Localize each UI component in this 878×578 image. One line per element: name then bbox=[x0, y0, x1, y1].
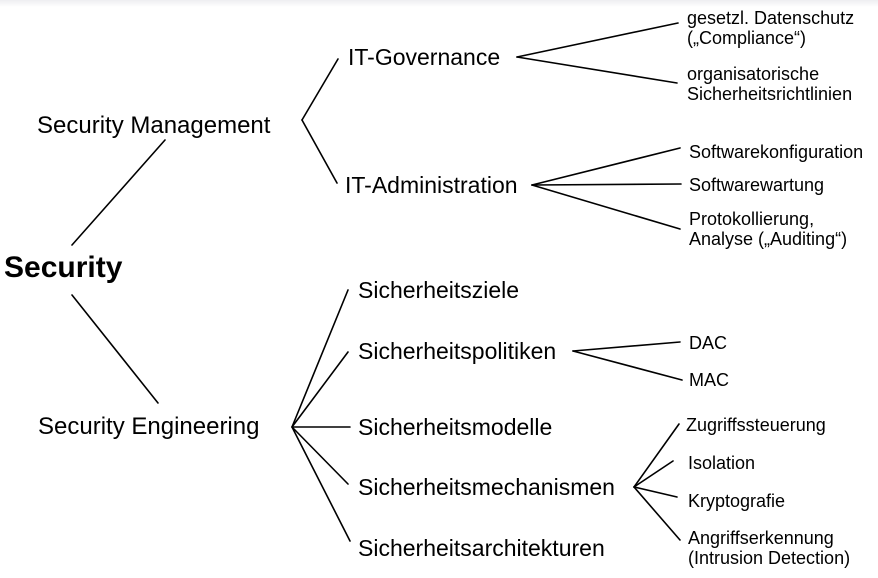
connector-mechanismen-isolation bbox=[633, 460, 674, 488]
leaf-kryptografie: Kryptografie bbox=[688, 491, 786, 511]
connector-engineering-ziele bbox=[291, 289, 349, 428]
node-security-engineering: Security Engineering bbox=[38, 413, 260, 440]
node-sicherheitsmodelle: Sicherheitsmodelle bbox=[358, 414, 553, 440]
connector-engineering-architekturen bbox=[291, 426, 351, 542]
connector-governance-richtlinien bbox=[516, 56, 678, 84]
leaf-protokollierung-analyse: Protokollierung, Analyse („Auditing“) bbox=[689, 209, 848, 249]
connector-politiken-dac bbox=[572, 341, 681, 352]
leaf-isolation: Isolation bbox=[688, 453, 756, 473]
leaf-dac: DAC bbox=[689, 333, 728, 353]
node-security-root: Security bbox=[4, 251, 123, 284]
connector-administration-konfiguration bbox=[531, 147, 681, 186]
node-sicherheitspolitiken: Sicherheitspolitiken bbox=[358, 338, 557, 364]
node-it-governance: IT-Governance bbox=[348, 44, 501, 70]
node-sicherheitsarchitekturen: Sicherheitsarchitekturen bbox=[358, 535, 605, 561]
connector-root-engineering bbox=[71, 294, 159, 404]
connector-engineering-politiken bbox=[291, 351, 349, 428]
leaf-zugriffssteuerung: Zugriffssteuerung bbox=[686, 415, 826, 435]
node-security-management: Security Management bbox=[37, 112, 271, 139]
connector-mechanismen-kryptografie bbox=[633, 486, 678, 498]
leaf-gesetzl-datenschutz: gesetzl. Datenschutz („Compliance“) bbox=[687, 8, 855, 48]
connector-governance-datenschutz bbox=[516, 22, 679, 58]
leaf-softwarewartung: Softwarewartung bbox=[689, 175, 825, 195]
connector-management-administration bbox=[301, 119, 338, 184]
connector-administration-protokollierung bbox=[531, 184, 681, 230]
node-sicherheitsziele: Sicherheitsziele bbox=[358, 277, 520, 303]
node-sicherheitsmechanismen: Sicherheitsmechanismen bbox=[358, 474, 615, 500]
connector-engineering-mechanismen bbox=[291, 426, 349, 485]
connector-root-management bbox=[71, 139, 166, 246]
connector-mechanismen-zugriff bbox=[633, 423, 680, 488]
connector-administration-wartung bbox=[531, 183, 682, 186]
leaf-angriffserkennung: Angriffserkennung (Intrusion Detection) bbox=[688, 528, 851, 568]
connector-politiken-mac bbox=[572, 350, 683, 381]
node-it-administration: IT-Administration bbox=[345, 172, 518, 198]
leaf-mac: MAC bbox=[689, 370, 729, 390]
leaf-organisatorische-richtlinien: organisatorische Sicherheitsrichtlinien bbox=[687, 64, 853, 104]
connector-management-governance bbox=[301, 58, 339, 121]
leaf-softwarekonfiguration: Softwarekonfiguration bbox=[689, 142, 864, 162]
connector-mechanismen-angriff bbox=[633, 486, 681, 541]
